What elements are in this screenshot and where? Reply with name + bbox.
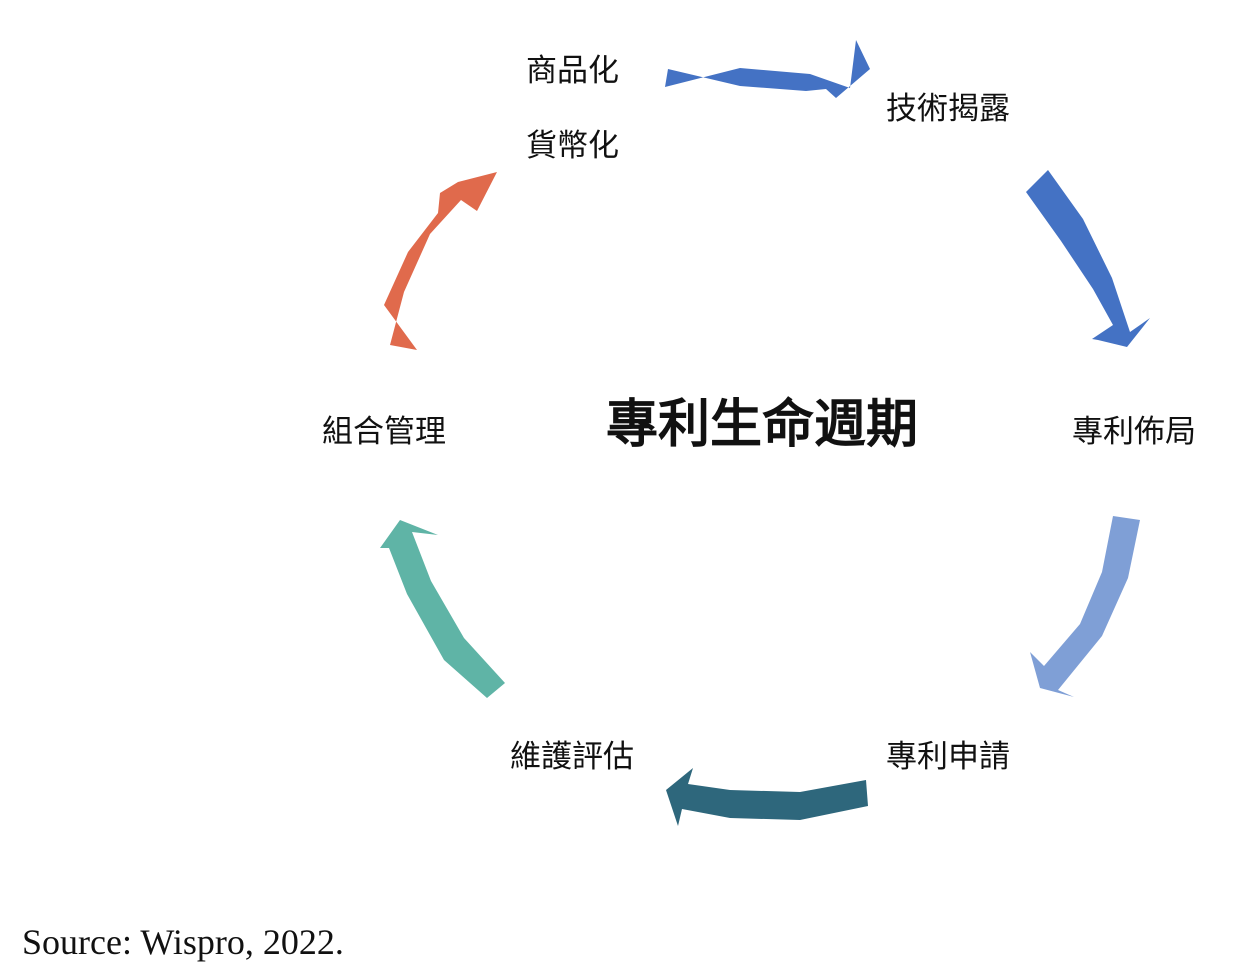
stage-patent-layout: 專利佈局: [1072, 414, 1196, 450]
stage-patent-application: 專利申請: [886, 739, 1010, 775]
arrow-maintenance-to-portfolio: [380, 520, 505, 698]
stage-maintenance-evaluation: 維護評估: [510, 739, 634, 775]
arrow-portfolio-to-commercialization: [384, 172, 497, 350]
arrow-layout-to-application: [1030, 516, 1140, 697]
arrow-application-to-maintenance: [666, 768, 868, 826]
arrow-commercialization-to-disclosure: [665, 40, 870, 98]
stage-portfolio-management: 組合管理: [322, 414, 446, 450]
diagram-title: 專利生命週期: [606, 395, 919, 455]
stage-tech-disclosure: 技術揭露: [886, 91, 1010, 127]
arrow-disclosure-to-layout: [1026, 170, 1150, 347]
stage-monetization: 貨幣化: [526, 128, 619, 164]
source-caption: Source: Wispro, 2022.: [22, 922, 344, 962]
stage-commercialization: 商品化: [526, 53, 619, 89]
